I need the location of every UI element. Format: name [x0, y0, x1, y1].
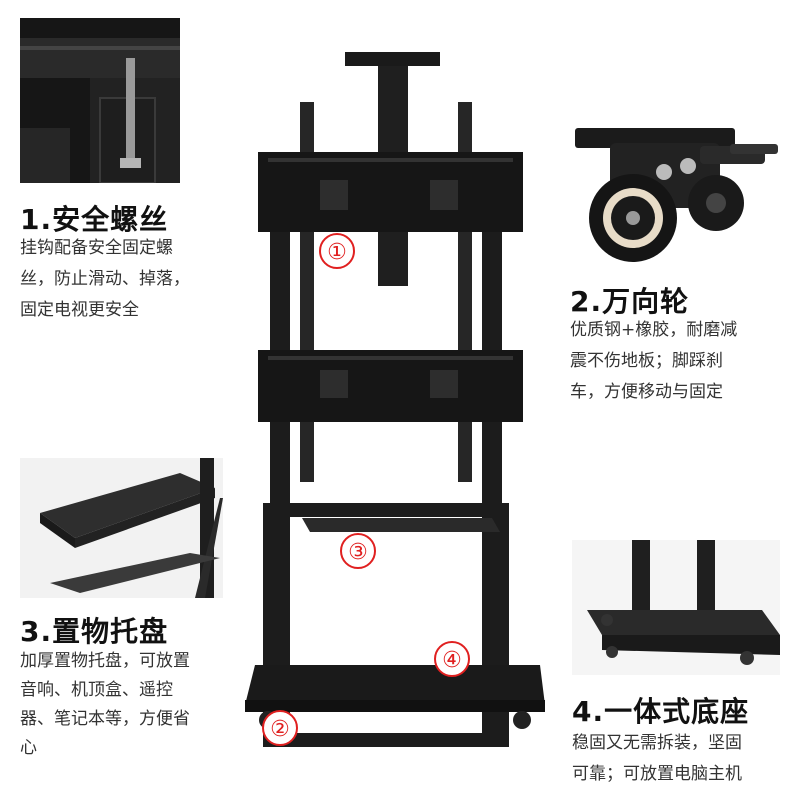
callout-4: ④ [434, 641, 470, 677]
feature-1-desc-line: 丝，防止滑动、掉落， [20, 269, 190, 289]
callout-4-label: ④ [442, 648, 462, 673]
callout-1: ① [319, 233, 355, 269]
feature-4-description: 稳固又无需拆装，坚固 可靠；可放置电脑主机 [572, 728, 742, 790]
feature-3-description: 加厚置物托盘，可放置 音响、机顶盒、遥控 器、笔记本等，方便省 心 [20, 647, 190, 763]
feature-2-desc-line: 车，方便移动与固定 [570, 382, 723, 402]
feature-3-desc-line: 心 [20, 738, 37, 758]
feature-2-description: 优质钢+橡胶，耐磨减 震不伤地板；脚踩刹 车，方便移动与固定 [570, 315, 737, 408]
callout-2: ② [262, 710, 298, 746]
integrated-base-photo [572, 540, 780, 675]
camera-shelf [345, 52, 440, 66]
feature-3-desc-line: 器、笔记本等，方便省 [20, 709, 190, 729]
feature-2-title: 2.万向轮 [570, 285, 690, 318]
feature-1-title: 1.安全螺丝 [20, 203, 169, 236]
feature-2-desc-line: 震不伤地板；脚踩刹 [570, 351, 723, 371]
feature-4-desc-line: 稳固又无需拆装，坚固 [572, 733, 742, 753]
caster-wheel-photo [570, 128, 785, 268]
base [245, 665, 545, 705]
callout-2-label: ② [270, 717, 290, 742]
safety-screw-photo [20, 18, 180, 183]
feature-1-description: 挂钩配备安全固定螺 丝，防止滑动、掉落， 固定电视更安全 [20, 233, 190, 326]
feature-3-desc-line: 音响、机顶盒、遥控 [20, 680, 173, 700]
feature-2-desc-line: 优质钢+橡胶，耐磨减 [570, 320, 738, 340]
feature-3-desc-line: 加厚置物托盘，可放置 [20, 651, 190, 671]
lower-frame [263, 503, 509, 747]
wheel [513, 711, 531, 729]
tv-stand-product-image: ① ② ③ ④ [245, 52, 545, 747]
storage-tray-photo [20, 458, 223, 598]
lower-mount-plate [258, 350, 523, 422]
feature-4-desc-line: 可靠；可放置电脑主机 [572, 764, 742, 784]
callout-3: ③ [340, 533, 376, 569]
callout-1-label: ① [327, 240, 347, 265]
storage-tray [302, 518, 500, 532]
feature-1-desc-line: 挂钩配备安全固定螺 [20, 238, 173, 258]
upper-mount-plate [258, 152, 523, 232]
callout-3-label: ③ [348, 540, 368, 565]
feature-4-title: 4.一体式底座 [572, 695, 750, 728]
feature-3-title: 3.置物托盘 [20, 615, 169, 648]
feature-1-desc-line: 固定电视更安全 [20, 300, 139, 320]
